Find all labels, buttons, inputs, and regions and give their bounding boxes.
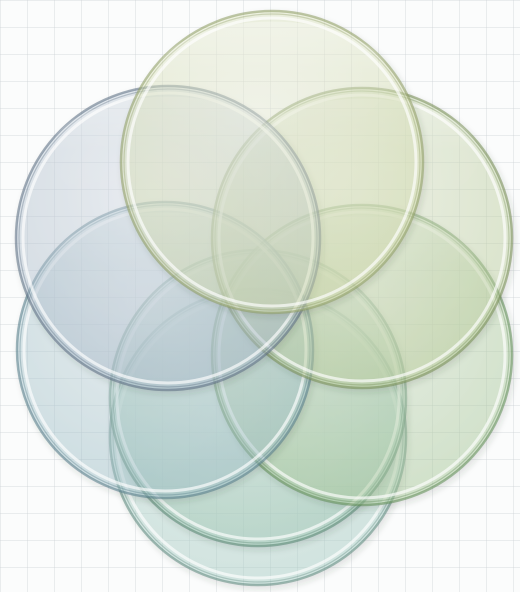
circle-top-highlight [154, 22, 390, 137]
circles-layer [16, 11, 512, 585]
circle-top [121, 11, 423, 313]
